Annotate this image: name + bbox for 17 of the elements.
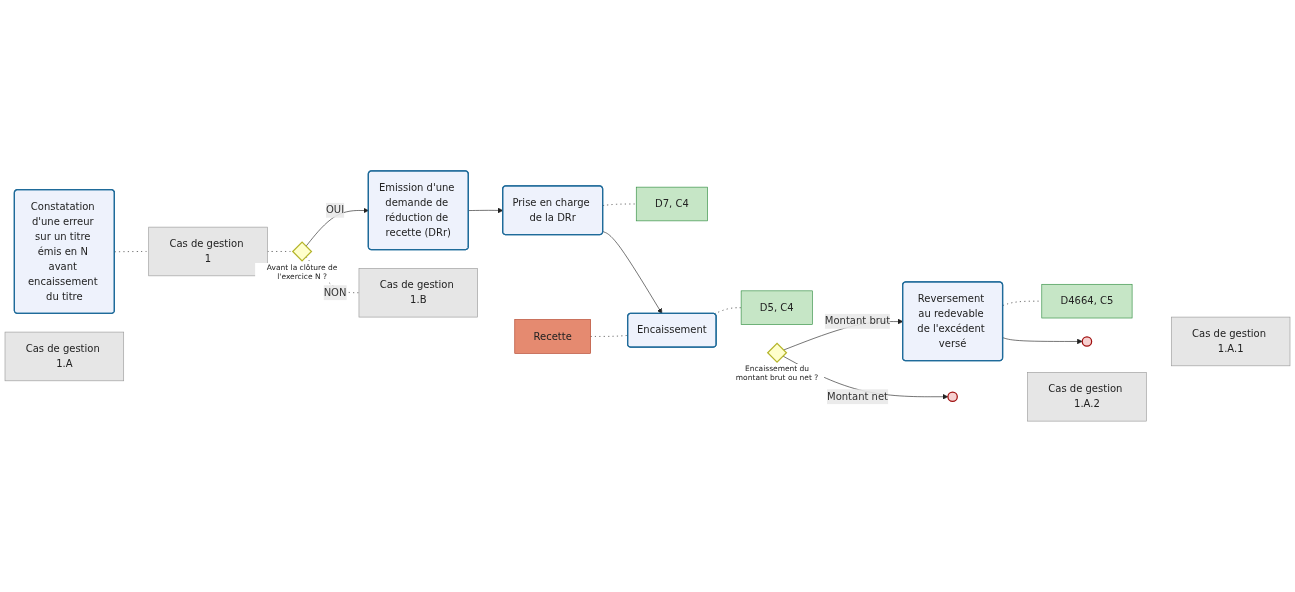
node-box: Cas de gestion 1.A xyxy=(4,331,124,382)
node-box: Recette xyxy=(514,319,591,354)
node-box: D5, C4 xyxy=(740,290,813,325)
node-box: Cas de gestion 1.A.2 xyxy=(1027,372,1147,422)
node-box: D4664, C5 xyxy=(1041,284,1133,319)
node-diamond xyxy=(291,241,313,262)
node-box: Cas de gestion 1.B xyxy=(358,268,478,318)
edge-label: NON xyxy=(323,286,347,299)
edge-label: Montant net xyxy=(827,390,888,403)
node-circle xyxy=(1081,336,1093,347)
edge-label: OUI xyxy=(325,204,345,216)
node-diamond xyxy=(766,342,788,363)
node-box: Cas de gestion 1 xyxy=(148,226,268,277)
node-circle xyxy=(947,391,958,403)
node-box: D7, C4 xyxy=(635,186,708,222)
node-box: Cas de gestion 1.A.1 xyxy=(1171,316,1291,367)
edge-label: Montant brut xyxy=(824,315,891,327)
